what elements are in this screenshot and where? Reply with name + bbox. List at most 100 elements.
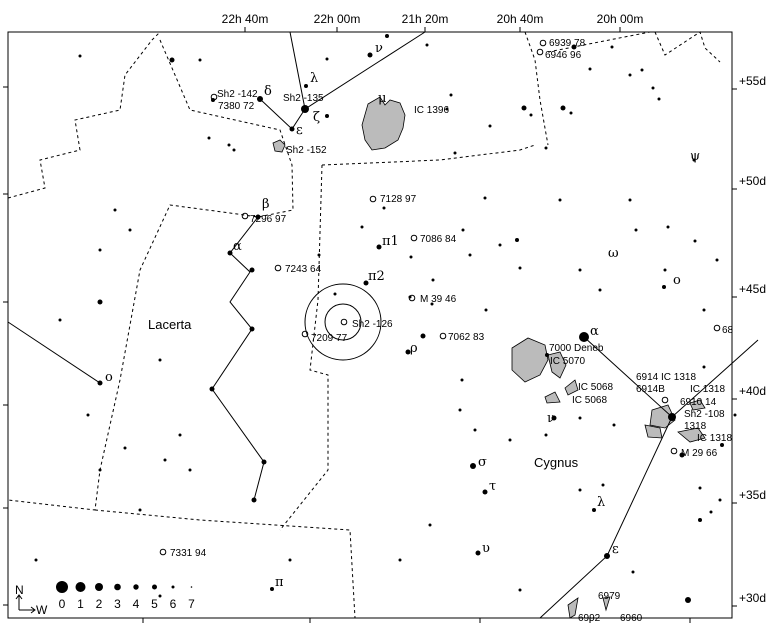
deep-sky-object-marker — [369, 195, 377, 203]
deep-sky-object-marker — [210, 93, 218, 101]
legend-magnitude-dot — [75, 582, 86, 592]
star — [34, 558, 38, 562]
deep-sky-objects — [159, 39, 721, 556]
star — [679, 452, 685, 458]
star — [578, 416, 582, 420]
dec-tick-label: +55d — [739, 74, 766, 88]
star — [78, 54, 82, 58]
star — [289, 126, 295, 132]
legend-magnitude-label: 1 — [77, 597, 84, 611]
star — [169, 57, 175, 63]
star — [604, 553, 610, 559]
legend-magnitude-dot — [114, 583, 121, 591]
object-label: 6914 IC 1318 — [636, 372, 696, 383]
star — [715, 258, 719, 262]
star — [518, 266, 522, 270]
object-label: 6939 78 — [549, 38, 586, 49]
axis-ticks — [3, 27, 737, 623]
star — [360, 225, 364, 229]
star — [430, 302, 434, 306]
deep-sky-object-marker — [159, 548, 167, 556]
legend-magnitude-label: 3 — [114, 597, 121, 611]
legend-magnitude-label: 5 — [151, 597, 158, 611]
star-greek-label: π — [275, 575, 284, 590]
star-greek-label: ν — [375, 41, 383, 56]
star — [544, 433, 548, 437]
object-label: 7243 64 — [285, 264, 322, 275]
deep-sky-object-marker — [340, 318, 348, 326]
dec-tick-label: +40d — [739, 384, 766, 398]
star-greek-label: π1 — [382, 234, 399, 249]
star-greek-label: ψ — [690, 149, 700, 164]
star — [720, 443, 724, 447]
star — [631, 570, 635, 574]
object-label: 7000 Deneb — [549, 343, 604, 354]
deep-sky-object-marker — [713, 324, 721, 332]
star — [518, 588, 522, 592]
dec-tick-label: +50d — [739, 174, 766, 188]
legend-magnitude-dot — [152, 584, 157, 590]
star — [163, 458, 167, 462]
star — [123, 446, 127, 450]
star — [209, 386, 215, 392]
ra-tick-label: 20h 00m — [597, 12, 644, 26]
star — [468, 253, 472, 257]
star — [270, 587, 274, 591]
star — [158, 594, 162, 598]
object-label: IC 5068 — [572, 395, 607, 406]
star — [612, 423, 616, 427]
star — [376, 244, 382, 250]
object-label: IC 1318 — [690, 384, 725, 395]
star — [249, 267, 255, 273]
nebula — [544, 391, 561, 404]
star — [571, 44, 577, 50]
star — [473, 428, 477, 432]
star — [458, 408, 462, 412]
star — [158, 358, 162, 362]
star — [128, 228, 132, 232]
deep-sky-object-marker — [661, 396, 669, 404]
star — [382, 206, 386, 210]
star — [97, 380, 103, 386]
star-greek-label: ζ — [313, 110, 320, 125]
legend-magnitude-label: 2 — [96, 597, 103, 611]
star — [409, 255, 413, 259]
star — [363, 280, 369, 286]
star — [188, 468, 192, 472]
star — [702, 365, 706, 369]
dec-tick-label: +35d — [739, 488, 766, 502]
star — [431, 278, 435, 282]
object-label: IC 1318 — [697, 433, 732, 444]
object-label: 7128 97 — [380, 194, 417, 205]
star-greek-label: β — [262, 197, 270, 212]
star — [544, 146, 548, 150]
star — [488, 124, 492, 128]
deep-sky-object-marker — [536, 48, 544, 56]
deep-sky-object-marker — [410, 234, 418, 242]
object-label: Sh2 -135 — [283, 93, 324, 104]
compass-west-label: W — [36, 603, 48, 617]
star — [482, 489, 488, 495]
fov-outer-circle — [304, 283, 382, 361]
object-label: Sh2 -152 — [286, 145, 327, 156]
deep-sky-object-marker — [301, 330, 309, 338]
star — [551, 415, 557, 421]
object-label: Sh2 -108 — [684, 409, 725, 420]
star — [588, 67, 592, 71]
nebula — [272, 139, 286, 153]
object-label: 7062 83 — [448, 332, 485, 343]
star — [508, 438, 512, 442]
star-greek-label: λ — [597, 495, 605, 510]
star — [333, 292, 337, 296]
star-greek-label: ω — [608, 246, 619, 261]
deep-sky-object-marker — [670, 447, 678, 455]
star — [460, 378, 464, 382]
star — [657, 97, 661, 101]
star — [718, 498, 722, 502]
object-label: 6979 — [598, 591, 621, 602]
star — [367, 52, 373, 58]
dec-tick-label: +45d — [739, 282, 766, 296]
nebula — [361, 96, 406, 151]
star — [628, 198, 632, 202]
